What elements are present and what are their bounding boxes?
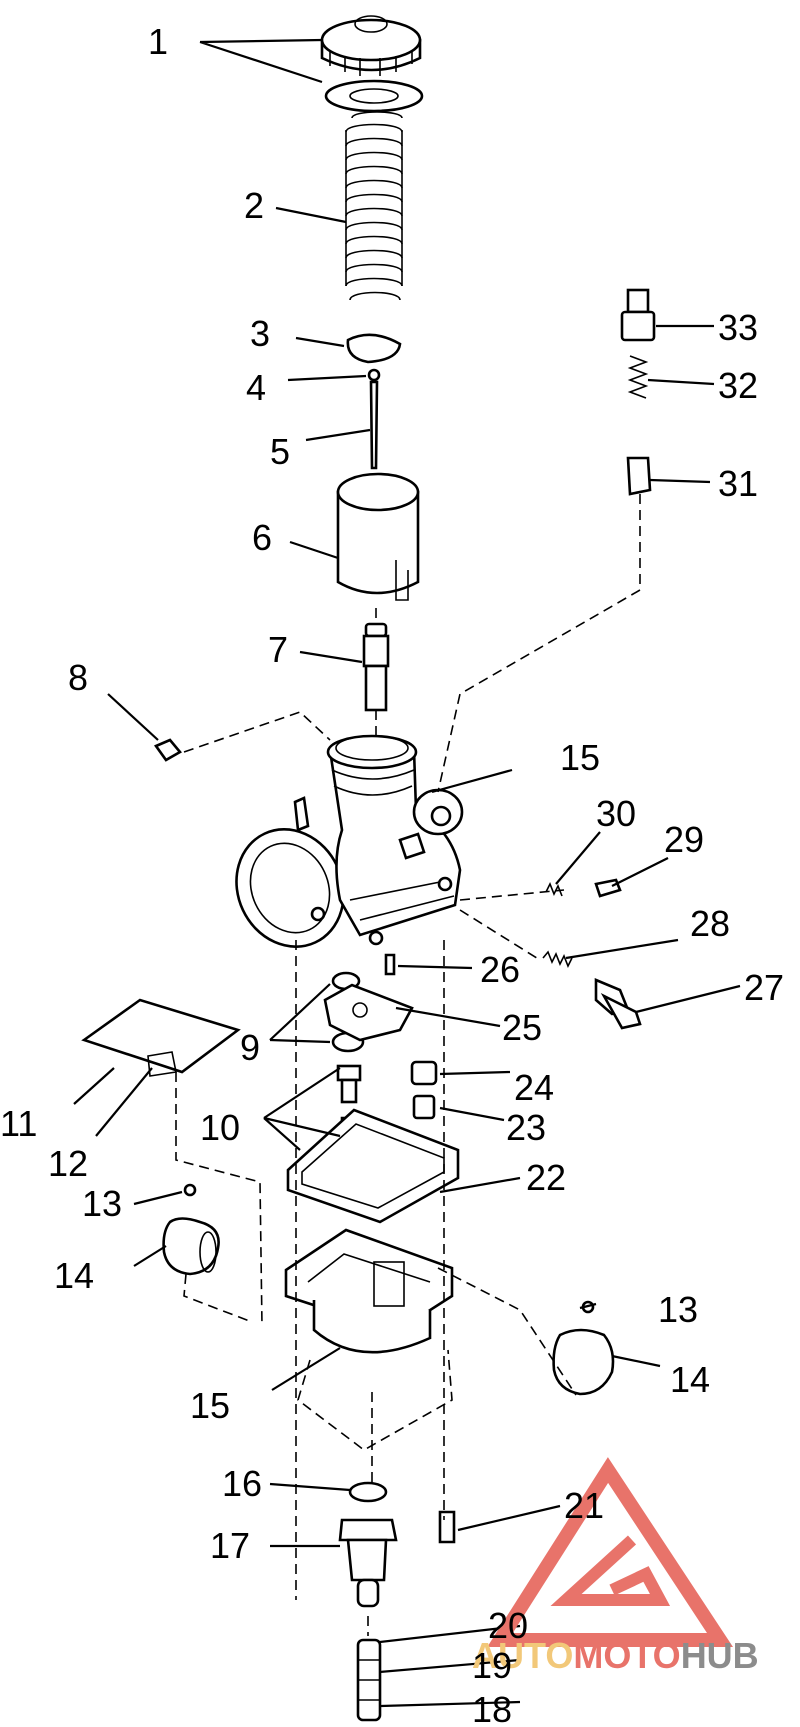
- callout-10: 10: [200, 1107, 240, 1148]
- callout-24: 24: [514, 1067, 554, 1108]
- watermark-part-moto: MOTO: [573, 1635, 680, 1676]
- watermark-triangle-icon: [487, 1457, 733, 1647]
- callout-13-right: 13: [658, 1289, 698, 1330]
- callout-22: 22: [526, 1157, 566, 1198]
- part-needle-jet: [362, 622, 390, 712]
- part-spring-28: [542, 950, 573, 968]
- callout-1: 1: [148, 21, 168, 62]
- part-air-screw: [594, 978, 642, 1030]
- callout-6: 6: [252, 517, 272, 558]
- callout-17: 17: [210, 1525, 250, 1566]
- watermark-part-auto: AUTO: [472, 1635, 573, 1676]
- callout-5: 5: [270, 431, 290, 472]
- part-e-ring: [367, 368, 381, 382]
- part-jet-24: [410, 1060, 438, 1086]
- part-pilot-jet: [154, 738, 182, 762]
- callout-15-bottom: 15: [190, 1385, 230, 1426]
- callout-23: 23: [506, 1107, 546, 1148]
- part-clip-plate: [346, 333, 402, 364]
- callout-19: 19: [472, 1645, 512, 1686]
- part-float-gauge: [81, 998, 241, 1074]
- part-throttle-slide: [336, 472, 420, 601]
- callout-25: 25: [502, 1007, 542, 1048]
- callout-16: 16: [222, 1463, 262, 1504]
- part-jet-plate: [323, 983, 414, 1042]
- part-spring: [345, 111, 403, 301]
- callout-28: 28: [690, 903, 730, 944]
- callout-labels: 1 2 3 4 5 6 7 8 9 10 11 12 13 13 14 14 1…: [0, 21, 784, 1727]
- part-spring-32: [627, 355, 649, 399]
- watermark-part-hub: HUB: [681, 1635, 759, 1676]
- watermark-g-mark-icon: [550, 1535, 671, 1606]
- callout-9: 9: [240, 1027, 260, 1068]
- callout-8: 8: [68, 657, 88, 698]
- part-jet-plate-hole: [352, 1002, 368, 1018]
- callout-3: 3: [250, 313, 270, 354]
- part-carburetor-body: [235, 734, 464, 948]
- part-float-right: [552, 1300, 615, 1396]
- callout-21: 21: [564, 1485, 604, 1526]
- callout-30: 30: [596, 793, 636, 834]
- part-adjuster-33: [620, 288, 656, 342]
- callout-12: 12: [48, 1143, 88, 1184]
- callout-29: 29: [664, 819, 704, 860]
- callout-13-left: 13: [82, 1183, 122, 1224]
- part-fitting-31: [626, 456, 652, 496]
- part-spring-30: [545, 882, 563, 897]
- part-float-bowl: [284, 1228, 454, 1354]
- part-screw-26: [384, 953, 396, 976]
- watermark-logo: AUTOMOTOHUB: [472, 1457, 759, 1676]
- part-drain-pipe: [356, 1638, 382, 1722]
- part-washer-16: [348, 1481, 388, 1503]
- part-drain-plug: [338, 1518, 398, 1608]
- part-gasket: [286, 1108, 460, 1224]
- callout-14-left: 14: [54, 1255, 94, 1296]
- callout-4: 4: [246, 367, 266, 408]
- part-float-left: [162, 1183, 220, 1276]
- part-screw-29: [594, 878, 622, 898]
- guide-lines: [73, 38, 741, 1708]
- callout-32: 32: [718, 365, 758, 406]
- callout-33: 33: [718, 307, 758, 348]
- part-needle: [369, 380, 379, 470]
- callout-18: 18: [472, 1689, 512, 1727]
- callout-14-right: 14: [670, 1359, 710, 1400]
- watermark-text: AUTOMOTOHUB: [472, 1635, 759, 1676]
- callout-15-top: 15: [560, 737, 600, 778]
- callout-11: 11: [0, 1103, 37, 1144]
- part-screw-21: [438, 1510, 456, 1544]
- part-cap: [320, 15, 424, 113]
- callout-31: 31: [718, 463, 758, 504]
- callout-26: 26: [480, 949, 520, 990]
- callout-7: 7: [268, 629, 288, 670]
- callout-20: 20: [488, 1605, 528, 1646]
- callout-2: 2: [244, 185, 264, 226]
- callout-27: 27: [744, 967, 784, 1008]
- part-jet-23: [412, 1094, 436, 1120]
